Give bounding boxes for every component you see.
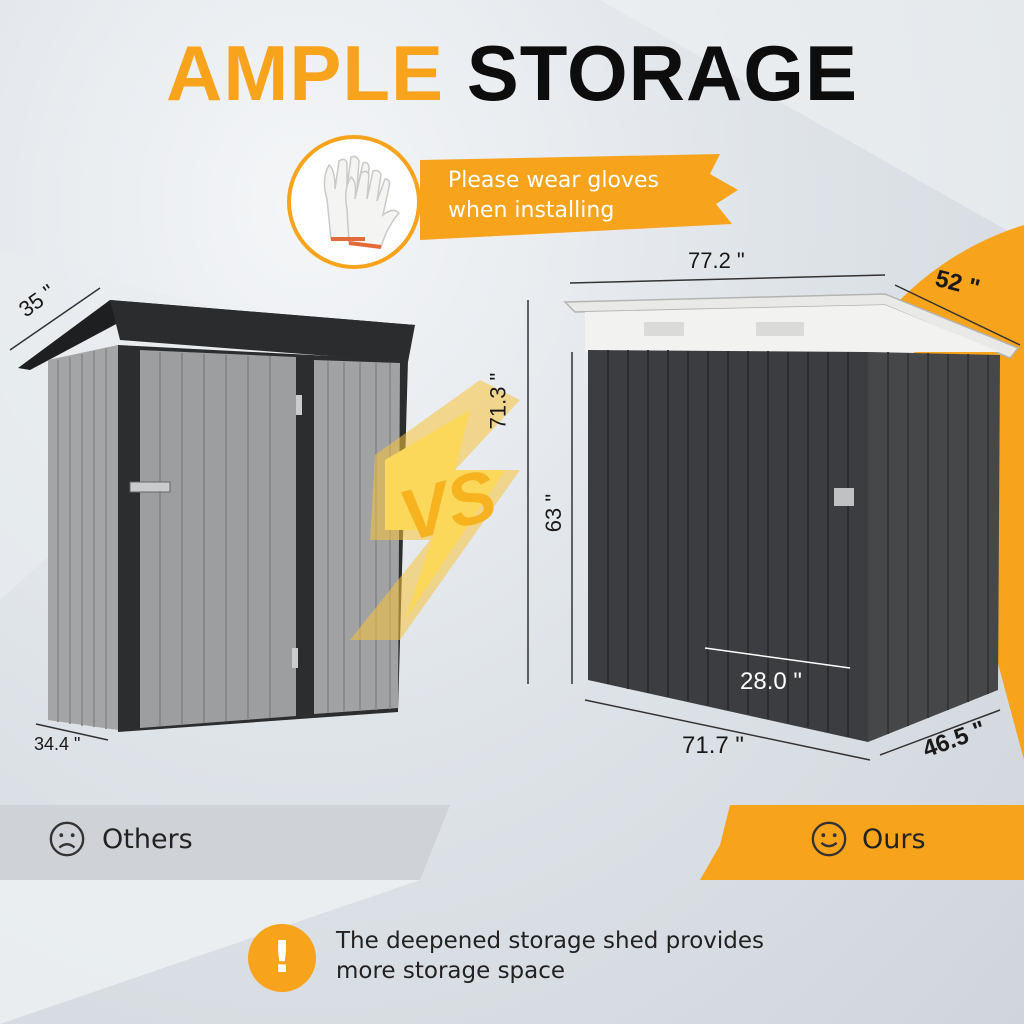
ours-shed bbox=[527, 274, 1021, 761]
headline-ample: AMPLE bbox=[166, 29, 445, 117]
footer-note: The deepened storage shed provides more … bbox=[336, 926, 764, 986]
sad-face-icon bbox=[49, 821, 85, 857]
headline: AMPLE STORAGE bbox=[0, 28, 1024, 119]
ours-width-bottom-label: 71.7 " bbox=[682, 732, 744, 759]
others-shed bbox=[9, 287, 415, 741]
others-depth-bottom-label: 34.4 " bbox=[34, 734, 81, 754]
glove-banner bbox=[420, 154, 738, 240]
ours-label-text: Ours bbox=[862, 823, 926, 855]
ours-label: Ours bbox=[810, 820, 926, 858]
smile-face-icon bbox=[811, 821, 847, 857]
footer-note-line2: more storage space bbox=[336, 958, 566, 984]
glove-note-line2: when installing bbox=[448, 198, 615, 223]
ours-height-wall-label: 63 " bbox=[541, 493, 567, 533]
glove-note-line1: Please wear gloves bbox=[448, 168, 659, 193]
footer-note-line1: The deepened storage shed provides bbox=[336, 928, 765, 954]
others-label-text: Others bbox=[102, 823, 193, 855]
ours-width-top-line bbox=[569, 274, 886, 284]
ours-width-bottom-line bbox=[584, 699, 871, 761]
others-depth-bottom-line bbox=[35, 723, 109, 741]
ours-width-top-label: 77.2 " bbox=[688, 248, 745, 273]
others-depth-top-line bbox=[9, 287, 101, 351]
ours-depth-top-line bbox=[894, 284, 1021, 346]
glove-note-text: Please wear gloves when installing bbox=[448, 166, 659, 226]
ours-door-line bbox=[704, 647, 851, 669]
ours-band bbox=[700, 805, 1024, 880]
ours-door-width-label: 28.0 " bbox=[740, 668, 802, 695]
gloves-icon bbox=[323, 155, 401, 249]
ours-depth-bottom-line bbox=[879, 709, 1001, 756]
vs-flash bbox=[350, 380, 520, 640]
headline-storage: STORAGE bbox=[466, 29, 858, 117]
others-band bbox=[0, 805, 450, 880]
exclamation-icon: ! bbox=[248, 924, 316, 992]
others-label: Others bbox=[48, 820, 193, 858]
gloves-image bbox=[287, 135, 421, 269]
ours-height-peak-label: 71.3 " bbox=[485, 372, 511, 430]
